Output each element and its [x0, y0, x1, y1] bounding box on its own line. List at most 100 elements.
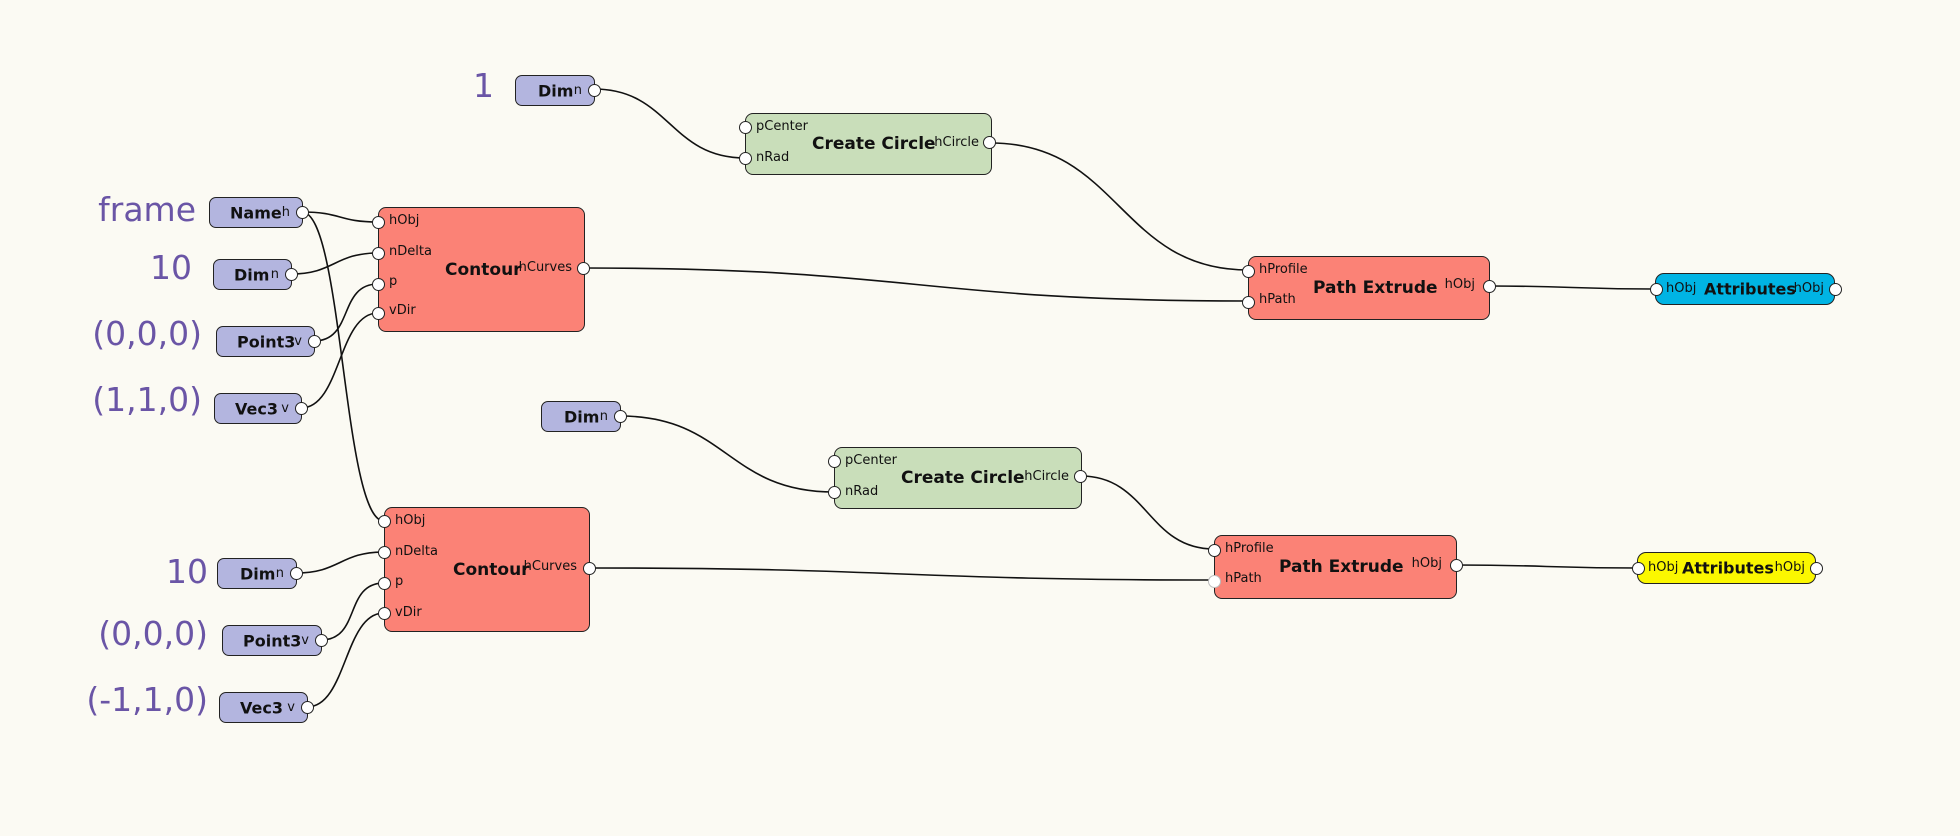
input-port-hobj[interactable] [378, 515, 391, 528]
output-port-hobj[interactable] [1829, 283, 1842, 296]
input-port-nrad[interactable] [828, 486, 841, 499]
name-node[interactable]: Name h [209, 197, 309, 228]
wire-circle-bottom-to-extrude [1080, 475, 1215, 550]
point3-node-upper[interactable]: Point3 v [216, 326, 321, 357]
input-port-hpath[interactable] [1242, 296, 1255, 309]
input-port-p[interactable] [378, 577, 391, 590]
wire-contour-upper-to-extrude-path [584, 267, 1249, 302]
node-title: Vec3 [240, 698, 283, 717]
output-port-n[interactable] [614, 410, 627, 423]
port-label-n: n [573, 83, 582, 98]
port-label-hcircle: hCircle [934, 135, 979, 150]
output-port-v[interactable] [315, 634, 328, 647]
output-port-hobj[interactable] [1450, 559, 1463, 572]
dim-node-upper[interactable]: Dim n [213, 259, 298, 290]
node-title: Contour [445, 259, 522, 280]
port-label-n: n [270, 267, 279, 282]
port-label-p: p [395, 574, 404, 589]
vec3-node-lower[interactable]: Vec3 v [219, 692, 314, 723]
port-label-hprofile: hProfile [1259, 262, 1308, 277]
value-label-dim-top: 1 [473, 66, 494, 105]
input-port-pcenter[interactable] [828, 455, 841, 468]
input-port-ndelta[interactable] [372, 247, 385, 260]
input-port-vdir[interactable] [378, 607, 391, 620]
point3-node-lower[interactable]: Point3 v [222, 625, 328, 656]
input-port-pcenter[interactable] [739, 121, 752, 134]
attributes-node-top[interactable]: hObj Attributes hObj [1650, 273, 1842, 305]
vec3-node-upper[interactable]: Vec3 v [214, 393, 308, 424]
input-port-hpath[interactable] [1208, 575, 1221, 588]
path-extrude-node-bottom[interactable]: hProfile hPath Path Extrude hObj [1208, 535, 1463, 599]
port-label-hobj: hObj [389, 213, 420, 228]
wire-extrude-bottom-to-attributes [1455, 564, 1638, 569]
node-title: Dim [538, 81, 574, 100]
node-title: Attributes [1704, 279, 1796, 299]
output-port-v[interactable] [295, 402, 308, 415]
value-label-dim-lower: 10 [166, 552, 208, 591]
contour-node-lower[interactable]: hObj nDelta p vDir Contour hCurves [378, 507, 596, 632]
node-title: Contour [453, 559, 530, 580]
output-port-hcurves[interactable] [577, 262, 590, 275]
port-label-hpath: hPath [1225, 571, 1262, 586]
output-port-n[interactable] [588, 84, 601, 97]
node-title: Dim [234, 265, 270, 284]
output-port-n[interactable] [285, 268, 298, 281]
input-port-nrad[interactable] [739, 152, 752, 165]
port-label-hpath: hPath [1259, 292, 1296, 307]
input-port-hprofile[interactable] [1242, 265, 1255, 278]
wire-dim-upper-to-contour-ndelta [290, 252, 379, 275]
value-label-point-lower: (0,0,0) [98, 614, 208, 653]
dim-node-lower[interactable]: Dim n [217, 558, 303, 589]
wire-point-lower-to-contour-p [320, 582, 385, 641]
create-circle-node-bottom[interactable]: pCenter nRad Create Circle hCircle [828, 447, 1087, 509]
wire-extrude-top-to-attributes [1489, 285, 1656, 290]
contour-node-upper[interactable]: hObj nDelta p vDir Contour hCurves [372, 207, 590, 332]
port-label-vdir: vDir [395, 605, 422, 620]
output-port-hobj[interactable] [1810, 562, 1823, 575]
wire-vec-lower-to-contour-vdir [306, 612, 385, 708]
output-port-h[interactable] [296, 206, 309, 219]
path-extrude-node-top[interactable]: hProfile hPath Path Extrude hObj [1242, 256, 1496, 320]
wire-point-upper-to-contour-p [313, 283, 379, 342]
dim-node-middle[interactable]: Dim n [541, 401, 627, 432]
node-title: Vec3 [235, 399, 278, 418]
node-title: Point3 [237, 332, 296, 351]
port-label-hobj-out: hObj [1793, 281, 1824, 296]
create-circle-node-top[interactable]: pCenter nRad Create Circle hCircle [739, 113, 996, 175]
dim-node-top[interactable]: Dim n [515, 75, 601, 106]
output-port-n[interactable] [290, 567, 303, 580]
output-port-hcurves[interactable] [583, 562, 596, 575]
port-label-hprofile: hProfile [1225, 541, 1274, 556]
port-label-ndelta: nDelta [395, 544, 438, 559]
node-title: Create Circle [812, 134, 936, 154]
input-port-p[interactable] [372, 278, 385, 291]
input-port-hobj[interactable] [1650, 283, 1663, 296]
port-label-nrad: nRad [845, 484, 879, 499]
output-port-v[interactable] [301, 701, 314, 714]
node-title: Dim [240, 564, 276, 583]
wire-dim-lower-to-contour-ndelta [295, 551, 385, 574]
input-port-ndelta[interactable] [378, 546, 391, 559]
port-label-v: v [294, 334, 302, 349]
input-port-vdir[interactable] [372, 307, 385, 320]
input-port-hobj[interactable] [1632, 562, 1645, 575]
node-title: Point3 [243, 631, 302, 650]
port-label-v: v [301, 633, 309, 648]
value-label-vec-upper: (1,1,0) [92, 380, 202, 419]
value-label-point-upper: (0,0,0) [92, 314, 202, 353]
node-title: Attributes [1682, 558, 1774, 578]
input-port-hobj[interactable] [372, 216, 385, 229]
port-label-v: v [287, 700, 295, 715]
output-port-v[interactable] [308, 335, 321, 348]
input-port-hprofile[interactable] [1208, 544, 1221, 557]
wire-name-to-contour-upper-hobj [301, 211, 379, 223]
output-port-hcircle[interactable] [1074, 470, 1087, 483]
output-port-hobj[interactable] [1483, 280, 1496, 293]
port-label-hobj: hObj [395, 513, 426, 528]
wire-dim-top-to-circle-nrad [593, 88, 746, 159]
attributes-node-bottom[interactable]: hObj Attributes hObj [1632, 552, 1823, 584]
output-port-hcircle[interactable] [983, 136, 996, 149]
value-label-dim-upper: 10 [150, 248, 192, 287]
port-label-hobj-in: hObj [1666, 281, 1697, 296]
